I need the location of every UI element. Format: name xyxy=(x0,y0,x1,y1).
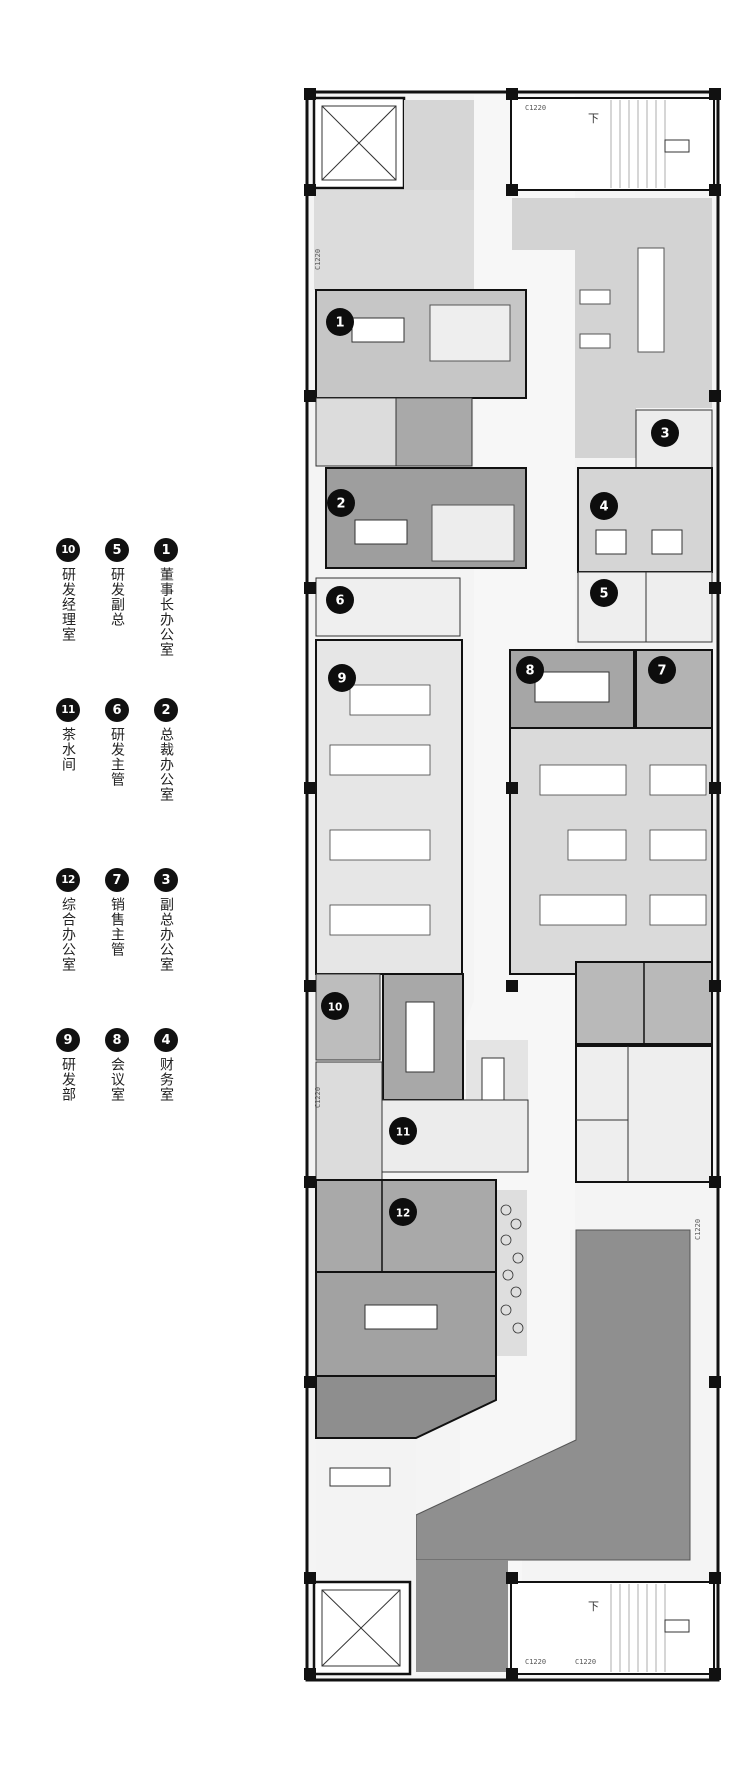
legend-number-badge: 6 xyxy=(105,698,129,722)
room-tag-4: 4 xyxy=(590,492,618,520)
legend-entry-1: 1 董事长办公室 xyxy=(148,538,184,657)
legend-number-badge: 5 xyxy=(105,538,129,562)
room-tag-9: 9 xyxy=(328,664,356,692)
svg-text:11: 11 xyxy=(396,1127,411,1139)
legend-entry-12: 12 综合办公室 xyxy=(50,868,86,972)
left-lobby xyxy=(315,1061,383,1181)
dimension-label: C1220 xyxy=(314,1087,322,1108)
room-12-general-office xyxy=(315,1179,497,1273)
top-elevator xyxy=(312,96,406,190)
room-10-rd-manager xyxy=(315,973,381,1061)
legend-entry-11: 11 茶水间 xyxy=(50,698,86,772)
dimension-label: C1220 xyxy=(525,1658,546,1666)
legend-number-badge: 4 xyxy=(154,1028,178,1052)
meeting-table xyxy=(534,671,610,703)
desk xyxy=(351,317,405,343)
legend-entry-3: 3 副总办公室 xyxy=(148,868,184,972)
upper-left-lobby xyxy=(314,190,474,290)
legend-number-badge: 7 xyxy=(105,868,129,892)
long-counter xyxy=(637,247,665,353)
legend-number-badge: 12 xyxy=(56,868,80,892)
svg-text:10: 10 xyxy=(328,1002,343,1014)
room-tag-12: 12 xyxy=(389,1198,417,1226)
room-tag-3: 3 xyxy=(651,419,679,447)
dimension-label: C1220 xyxy=(575,1658,596,1666)
sofa-set-2 xyxy=(431,504,515,562)
room-tag-6: 6 xyxy=(326,586,354,614)
sofa-set xyxy=(429,304,511,362)
legend-number-badge: 9 xyxy=(56,1028,80,1052)
legend-entry-10: 10 研发经理室 xyxy=(50,538,86,642)
legend-label: 研发副总 xyxy=(109,567,125,627)
svg-text:7: 7 xyxy=(657,664,666,679)
legend-label: 总裁办公室 xyxy=(158,727,174,802)
dimension-label: C1220 xyxy=(314,249,322,270)
svg-text:3: 3 xyxy=(660,427,669,442)
svg-text:4: 4 xyxy=(599,500,608,515)
restrooms xyxy=(575,1045,713,1183)
top-stair: 下 xyxy=(510,97,715,191)
legend-entry-4: 4 财务室 xyxy=(148,1028,184,1102)
legend-entry-6: 6 研发主管 xyxy=(99,698,135,787)
legend-label: 研发部 xyxy=(60,1057,76,1102)
legend-entry-9: 9 研发部 xyxy=(50,1028,86,1102)
room-4-finance xyxy=(577,467,713,573)
legend-entry-5: 5 研发副总 xyxy=(99,538,135,627)
svg-text:9: 9 xyxy=(337,672,346,687)
stair-mark-bottom: 下 xyxy=(588,1600,599,1613)
room-7-sales-supervisor xyxy=(635,649,713,729)
svg-text:8: 8 xyxy=(525,664,534,679)
legend-label: 研发主管 xyxy=(109,727,125,787)
legend-label: 会议室 xyxy=(109,1057,125,1102)
room-small-right xyxy=(645,571,713,643)
legend-entry-2: 2 总裁办公室 xyxy=(148,698,184,802)
room-tag-11: 11 xyxy=(389,1117,417,1145)
legend-number-badge: 10 xyxy=(56,538,80,562)
room-tag-7: 7 xyxy=(648,656,676,684)
svg-text:5: 5 xyxy=(599,587,608,602)
legend-label: 财务室 xyxy=(158,1057,174,1102)
structural-columns xyxy=(304,88,721,1680)
bottom-elevator xyxy=(312,1580,412,1676)
legend-label: 茶水间 xyxy=(60,727,76,772)
room-tag-5: 5 xyxy=(590,579,618,607)
legend-label: 销售主管 xyxy=(109,897,125,957)
legend-label: 综合办公室 xyxy=(60,897,76,972)
desk-2 xyxy=(354,519,408,545)
room-tag-10: 10 xyxy=(321,992,349,1020)
legend-label: 副总办公室 xyxy=(158,897,174,972)
room-tag-1: 1 xyxy=(326,308,354,336)
bottom-corridor xyxy=(316,1440,416,1580)
legend-number-badge: 3 xyxy=(154,868,178,892)
svg-text:1: 1 xyxy=(335,316,344,331)
bottom-left-office xyxy=(315,1375,497,1439)
legend-label: 董事长办公室 xyxy=(158,567,174,657)
dimension-label: C1220 xyxy=(694,1219,702,1240)
room-suite-b xyxy=(395,397,473,467)
legend-number-badge: 11 xyxy=(56,698,80,722)
room-tag-8: 8 xyxy=(516,656,544,684)
legend-entry-7: 7 销售主管 xyxy=(99,868,135,957)
legend-number-badge: 1 xyxy=(154,538,178,562)
room-suite-a xyxy=(315,397,397,467)
upper-left-store xyxy=(404,100,474,190)
legend-number-badge: 2 xyxy=(154,698,178,722)
bottom-gray-passage xyxy=(416,1560,508,1672)
svg-text:12: 12 xyxy=(396,1208,411,1220)
plant-strip xyxy=(497,1190,527,1356)
legend-number-badge: 8 xyxy=(105,1028,129,1052)
legend-label: 研发经理室 xyxy=(60,567,76,642)
legend-entry-8: 8 会议室 xyxy=(99,1028,135,1102)
main-corridor xyxy=(404,95,575,1675)
svg-text:6: 6 xyxy=(335,594,344,609)
bottom-stair: 下 xyxy=(510,1581,715,1675)
dimension-label: C1220 xyxy=(525,104,546,112)
svg-text:2: 2 xyxy=(336,497,345,512)
room-tag-2: 2 xyxy=(327,489,355,517)
stair-mark-top: 下 xyxy=(588,112,599,125)
